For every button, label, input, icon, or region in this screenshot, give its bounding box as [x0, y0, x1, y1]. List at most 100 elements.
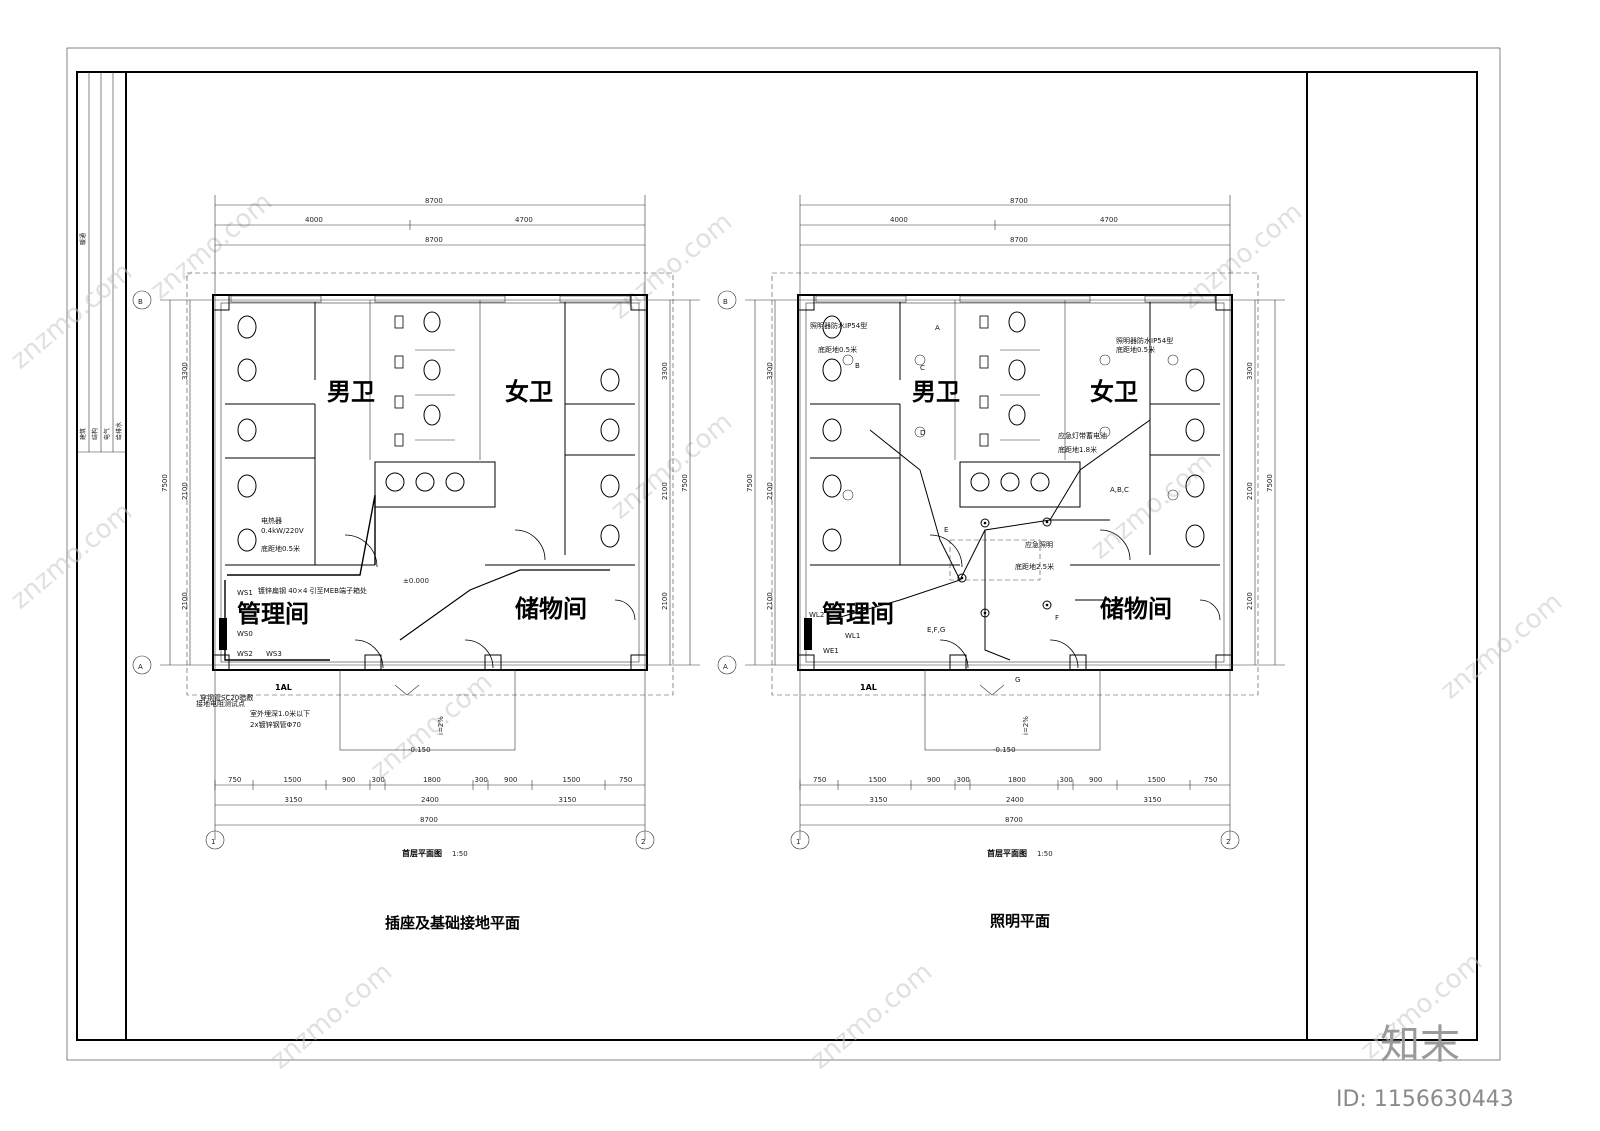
column	[212, 294, 230, 311]
watermark-text: znzmo.com	[1175, 197, 1308, 315]
squat-toilet-icon	[822, 528, 842, 552]
axis-bubble	[717, 655, 737, 675]
window	[559, 295, 631, 303]
dimension-label: 900	[927, 776, 940, 784]
light-fixture-icon	[914, 426, 926, 438]
annotation-note: 底距地1.8米	[1058, 445, 1097, 454]
outer-sheet-border	[66, 47, 1501, 1061]
room-name-mens: 男卫	[912, 378, 960, 406]
emergency-circuit	[949, 539, 1041, 581]
urinal-icon	[979, 355, 989, 369]
dimension-label: 3300	[181, 362, 189, 380]
dimension-label: 1500	[563, 776, 581, 784]
light-fixture-icon	[1099, 426, 1111, 438]
brand-logo: 知末	[1380, 1022, 1460, 1068]
plan-title: 照明平面	[990, 912, 1050, 930]
dimension-label: 750	[1204, 776, 1217, 784]
western-toilet-icon	[237, 315, 257, 339]
watermark-text: znzmo.com	[605, 407, 738, 525]
annotation-note: 底距地0.5米	[818, 345, 857, 354]
light-fixture-center	[1045, 520, 1049, 524]
column	[797, 654, 815, 671]
door-swing	[354, 639, 384, 669]
urinal-icon	[394, 315, 404, 329]
dimension-label: 750	[619, 776, 632, 784]
dimension-label: 900	[342, 776, 355, 784]
room-name-management: 管理间	[822, 600, 894, 628]
light-fixture-center	[983, 521, 987, 525]
dimension-label: 8700	[1005, 816, 1023, 824]
level-label: -0.150	[408, 746, 431, 754]
squat-toilet-icon	[237, 528, 257, 552]
annotation-note: 镀锌扁钢 40×4 引至MEB端子箱处	[258, 586, 367, 595]
dimension-label: 8700	[1010, 236, 1028, 244]
light-fixture-icon	[1042, 600, 1052, 610]
dimension-label: 3300	[1246, 362, 1254, 380]
axis-bubble	[635, 830, 655, 850]
squat-toilet-icon	[1185, 524, 1205, 548]
dimension-label: 7500	[681, 474, 689, 492]
squat-toilet-icon	[1008, 404, 1026, 426]
dimension-label: 3300	[661, 362, 669, 380]
site-boundary	[771, 272, 1259, 696]
room-name-storage: 储物间	[515, 595, 587, 623]
wash-basin-icon	[970, 472, 990, 492]
plan-scale: 1:50	[1037, 850, 1053, 858]
vanity-counter	[374, 461, 496, 508]
room-name-management: 管理间	[237, 600, 309, 628]
dimension-label: 4000	[305, 216, 323, 224]
dimension-label: 3150	[1144, 796, 1162, 804]
light-fixture-center	[1045, 603, 1049, 607]
urinal-icon	[979, 433, 989, 447]
watermark-text: znzmo.com	[5, 497, 138, 615]
watermark-text: znzmo.com	[265, 957, 398, 1075]
column	[797, 294, 815, 311]
column	[630, 294, 648, 311]
grounding-conductor	[224, 494, 376, 661]
western-toilet-icon	[822, 315, 842, 339]
dimension-label: 3150	[870, 796, 888, 804]
dimension-label: 2400	[421, 796, 439, 804]
dimension-label: 8700	[420, 816, 438, 824]
dimension-label: 1800	[423, 776, 441, 784]
light-fixture-icon	[842, 354, 854, 366]
circuit-label: WS1	[237, 589, 253, 597]
axis-bubble	[132, 290, 152, 310]
panel-label: 1AL	[860, 683, 877, 692]
dimension-label: 2100	[1246, 482, 1254, 500]
light-fixture-icon	[1099, 354, 1111, 366]
plan-caption: 首层平面图	[402, 848, 442, 858]
urinal-icon	[394, 395, 404, 409]
dimension-label: 2100	[661, 592, 669, 610]
lighting-wiring	[829, 419, 1151, 661]
dimension-label: 750	[813, 776, 826, 784]
axis-label: A	[138, 663, 143, 671]
window	[815, 295, 907, 303]
interior-wall-line	[805, 302, 1225, 663]
wash-basin-icon	[1000, 472, 1020, 492]
window	[1144, 295, 1216, 303]
panel-label: 1AL	[275, 683, 292, 692]
level-label: ±0.000	[403, 577, 429, 585]
axis-label: A	[723, 663, 728, 671]
circuit-group-label: E	[944, 526, 948, 534]
circuit-label: WS3	[266, 650, 282, 658]
plan-title: 插座及基础接地平面	[385, 914, 520, 932]
entrance-arrow	[394, 684, 420, 696]
squat-toilet-icon	[423, 311, 441, 333]
annotation-note: 应急照明	[1025, 540, 1053, 549]
slope-label: i=2%	[437, 716, 445, 735]
annotation-note: 2x镀锌钢管Φ70	[250, 720, 301, 729]
entrance-arrow	[979, 684, 1005, 696]
circuit-group-label: A	[935, 324, 940, 332]
dimension-label: 900	[504, 776, 517, 784]
window	[230, 295, 322, 303]
column	[949, 654, 967, 671]
watermark-text: znzmo.com	[805, 957, 938, 1075]
title-block: 建筑 结构 电气 给排水 暖通	[77, 72, 126, 453]
dimension-label: 2100	[766, 482, 774, 500]
title-block-label: 暖通	[79, 233, 87, 245]
watermark-text: znzmo.com	[1435, 587, 1568, 705]
squat-toilet-icon	[1185, 418, 1205, 442]
